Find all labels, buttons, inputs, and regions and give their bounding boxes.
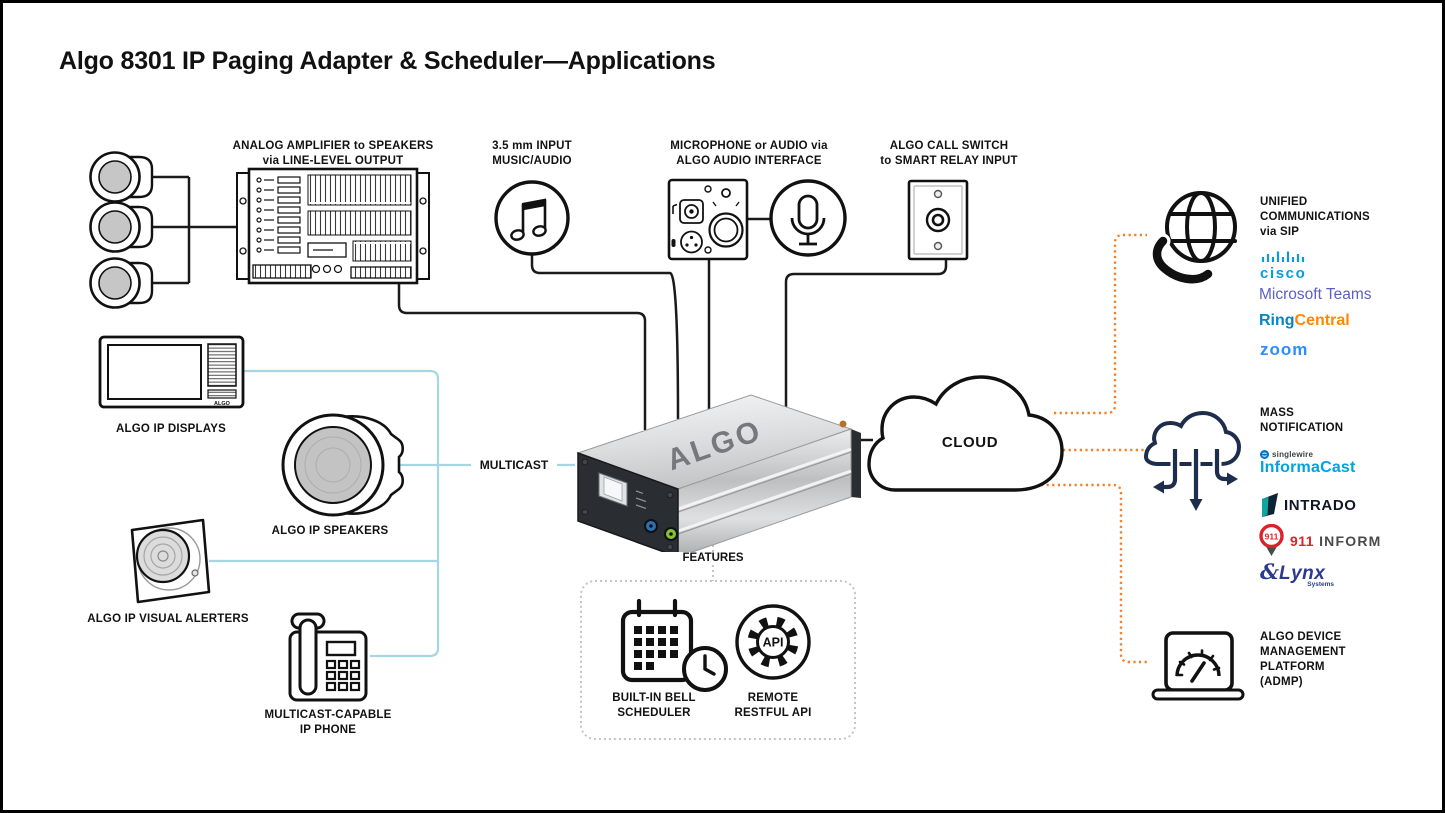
uc-label-line2: COMMUNICATIONS xyxy=(1260,211,1370,223)
features-label: FEATURES xyxy=(653,552,773,564)
zoom-logo: zoom xyxy=(1260,340,1309,359)
bell-scheduler-label-line2: SCHEDULER xyxy=(617,707,691,719)
visual-alerter-icon xyxy=(130,518,211,604)
uc-label: UNIFIED COMMUNICATIONS via SIP xyxy=(1260,195,1420,240)
mass-notification-label: MASS NOTIFICATION xyxy=(1260,406,1420,436)
api-badge-text: API xyxy=(763,636,784,650)
amplifier-label: ANALOG AMPLIFIER to SPEAKERS via LINE-LE… xyxy=(183,139,483,169)
ip-display-icon: ALGO xyxy=(98,335,245,409)
music-to-device-line xyxy=(530,254,680,420)
microsoft-teams-logo: Microsoft Teams xyxy=(1259,286,1372,303)
911-pin-icon: 911 xyxy=(1259,524,1284,556)
cloud-to-uc-line xyxy=(1054,233,1147,415)
cisco-bars-icon xyxy=(1261,251,1305,262)
ip-speaker-icon xyxy=(281,413,405,517)
cloud-connectors xyxy=(1041,233,1149,664)
informacast-text: InformaCast xyxy=(1260,459,1356,476)
amplifier-label-line1: ANALOG AMPLIFIER to SPEAKERS xyxy=(232,140,434,152)
ip-phone-icon xyxy=(288,612,368,702)
call-switch-label-line2: to SMART RELAY INPUT xyxy=(880,155,1018,167)
music-input-label: 3.5 mm INPUT MUSIC/AUDIO xyxy=(412,139,652,169)
audio-interface-label-line2: ALGO AUDIO INTERFACE xyxy=(676,155,822,167)
bell-scheduler-label-line1: BUILT-IN BELL xyxy=(612,692,696,704)
restful-api-icon: API xyxy=(735,604,811,680)
restful-api-label-line2: RESTFUL API xyxy=(734,707,812,719)
speakers-to-amplifier-line xyxy=(141,175,247,285)
amplifier-label-line2: via LINE-LEVEL OUTPUT xyxy=(262,155,404,167)
amplifier-led-rows xyxy=(256,176,301,254)
admp-label-line2: MANAGEMENT xyxy=(1260,646,1346,658)
music-input-label-line2: MUSIC/AUDIO xyxy=(492,155,572,167)
ip-speakers-label: ALGO IP SPEAKERS xyxy=(271,525,389,537)
call-switch-label: ALGO CALL SWITCH to SMART RELAY INPUT xyxy=(799,139,1099,169)
mass-notification-icon xyxy=(1143,410,1242,511)
mass-notification-label-line1: MASS xyxy=(1260,407,1295,419)
cloud-to-admp-line xyxy=(1041,483,1149,664)
bell-scheduler-label: BUILT-IN BELL SCHEDULER xyxy=(574,691,734,721)
microphone-icon xyxy=(769,179,847,257)
analog-amplifier-icon xyxy=(236,167,430,285)
display-trunk-phone-line xyxy=(243,369,440,658)
ringcentral-logo: RingCentral xyxy=(1259,312,1350,330)
music-input-label-line1: 3.5 mm INPUT xyxy=(492,140,572,152)
call-switch-label-line1: ALGO CALL SWITCH xyxy=(889,140,1009,152)
admp-label-line1: ALGO DEVICE xyxy=(1260,631,1342,643)
cisco-logo-text: cisco xyxy=(1260,265,1307,282)
lynx-logo: &Lynx Systems xyxy=(1260,559,1336,588)
call-switch-icon xyxy=(907,179,969,261)
uc-label-line1: UNIFIED xyxy=(1260,196,1308,208)
diagram-artwork: ALGO xyxy=(89,151,1245,740)
cisco-logo: cisco xyxy=(1260,249,1306,282)
informacast-logo: singlewire InformaCast xyxy=(1260,450,1356,477)
cloud-label: CLOUD xyxy=(941,434,999,451)
switch-to-device-line xyxy=(784,259,948,407)
ip-phone-label-line2: IP PHONE xyxy=(299,724,357,736)
admp-label-line3: PLATFORM xyxy=(1260,661,1325,673)
uc-sip-globe-icon xyxy=(1149,191,1237,287)
audio-interface-label-line1: MICROPHONE or AUDIO via xyxy=(670,140,828,152)
features-connectors xyxy=(580,545,856,740)
algo-8301-device: ALGO xyxy=(576,394,861,559)
intrado-icon xyxy=(1262,493,1278,517)
911-inform-logo: 911 911 INFORM xyxy=(1258,524,1382,557)
restful-api-label-line1: REMOTE xyxy=(747,692,799,704)
uc-label-line3: via SIP xyxy=(1260,226,1300,238)
ip-phone-label: MULTICAST-CAPABLE IP PHONE xyxy=(208,708,448,738)
admp-label: ALGO DEVICE MANAGEMENT PLATFORM (ADMP) xyxy=(1260,630,1420,690)
911-pin-text: 911 xyxy=(1265,532,1279,542)
audio-interface-icon xyxy=(667,178,749,261)
admp-label-line4: (ADMP) xyxy=(1260,676,1303,688)
visual-alerters-label: ALGO IP VISUAL ALERTERS xyxy=(87,613,249,625)
intrado-text: INTRADO xyxy=(1284,497,1357,514)
cloud-icon xyxy=(867,375,1064,492)
bell-scheduler-icon xyxy=(620,598,728,692)
music-input-icon xyxy=(494,180,570,256)
multicast-label: MULTICAST xyxy=(471,458,557,472)
singlewire-text: singlewire xyxy=(1272,450,1314,459)
ringcentral-logo-central: Central xyxy=(1294,312,1350,329)
intrado-logo: INTRADO xyxy=(1260,492,1357,519)
admp-laptop-icon xyxy=(1151,631,1245,701)
audio-interface-label: MICROPHONE or AUDIO via ALGO AUDIO INTER… xyxy=(599,139,899,169)
mass-notification-label-line2: NOTIFICATION xyxy=(1260,422,1344,434)
singlewire-icon xyxy=(1260,450,1269,459)
lynx-text: Lynx xyxy=(1278,563,1326,584)
ip-displays-label: ALGO IP DISPLAYS xyxy=(116,423,226,435)
amplifier-to-device-line xyxy=(397,284,647,430)
ip-phone-label-line1: MULTICAST-CAPABLE xyxy=(264,709,392,721)
page-title: Algo 8301 IP Paging Adapter & Scheduler—… xyxy=(59,47,716,75)
restful-api-label: REMOTE RESTFUL API xyxy=(693,691,853,721)
lynx-ampersand: & xyxy=(1260,559,1279,584)
wired-connectors xyxy=(141,175,948,442)
ringcentral-logo-ring: Ring xyxy=(1259,312,1295,329)
ceiling-speakers-icon xyxy=(89,151,154,309)
lynx-systems-text: Systems xyxy=(1307,581,1334,588)
display-brand-text: ALGO xyxy=(214,401,231,407)
911-inform-name: INFORM xyxy=(1319,532,1382,549)
911-inform-num: 911 xyxy=(1290,532,1315,549)
